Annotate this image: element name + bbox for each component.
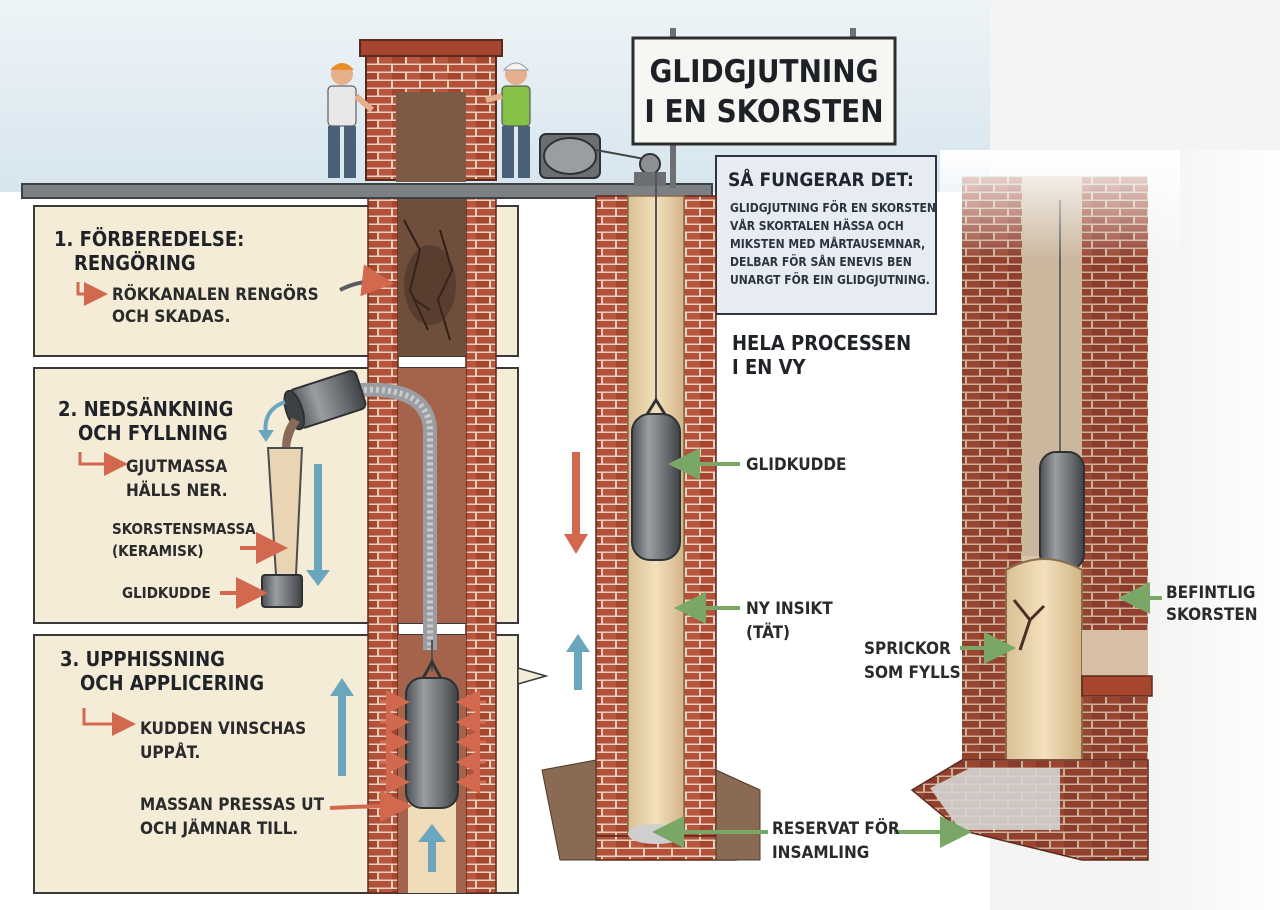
overview-title: I EN VY bbox=[732, 355, 806, 379]
label-sprickor: SPRICKOR bbox=[864, 639, 951, 659]
title-sign-board bbox=[631, 28, 897, 188]
step-1-desc: OCH SKADAS. bbox=[112, 307, 230, 327]
step-3-subtitle: OCH APPLICERING bbox=[80, 671, 264, 695]
workers bbox=[327, 62, 531, 178]
label-reservat: INSAMLING bbox=[772, 843, 869, 863]
step-1-desc: RÖKKANALEN RENGÖRS bbox=[112, 283, 319, 305]
label-ny-insikt: (TÄT) bbox=[746, 621, 790, 643]
sign-text: GLIDGJUTNING I EN SKORSTEN bbox=[644, 54, 883, 130]
detail-text: BEFINTLIG SKORSTEN SPRICKOR SOM FYLLS bbox=[864, 583, 1258, 683]
label-reservat: RESERVAT FÖR bbox=[772, 817, 900, 839]
label-glidkudde: GLIDKUDDE bbox=[746, 455, 847, 475]
step-2-title: 2. NEDSÄNKNING bbox=[58, 397, 233, 421]
label-chimney-mass: SKORSTENSMASSA bbox=[112, 520, 256, 538]
step-1-subtitle: RENGÖRING bbox=[74, 251, 196, 275]
info-box bbox=[715, 155, 937, 315]
step-1-title: 1. FÖRBEREDELSE: bbox=[54, 227, 244, 251]
center-chimney bbox=[541, 172, 761, 861]
step-3-title: 3. UPPHISSNING bbox=[60, 647, 225, 671]
info-line: VÅR SKORTALEN HÄSSA OCH bbox=[730, 218, 904, 233]
step-3-desc: KUDDEN VINSCHAS bbox=[140, 719, 306, 739]
step-3-desc: MASSAN PRESSAS UT bbox=[140, 795, 325, 815]
detail-chimney bbox=[910, 150, 1280, 910]
step-1-text: 1. FÖRBEREDELSE: RENGÖRING RÖKKANALEN RE… bbox=[54, 227, 319, 327]
info-line: DELBAR FÖR SÅN ENEVIS BEN bbox=[730, 254, 912, 269]
info-line: GLIDGJUTNING FÖR EN SKORSTEN bbox=[730, 200, 936, 215]
info-line: UNARGT FÖR EIN GLIDGJUTNING. bbox=[730, 272, 930, 287]
step-3-desc: OCH JÄMNAR TILL. bbox=[140, 817, 298, 839]
label-chimney-mass: (KERAMISK) bbox=[112, 542, 203, 560]
info-line: MIKSTEN MED MÅRTAUSEMNAR, bbox=[730, 236, 925, 251]
step-2-desc: GJUTMASSA bbox=[126, 457, 227, 477]
label-ny-insikt: NY INSIKT bbox=[746, 599, 833, 619]
label-befintlig: SKORSTEN bbox=[1166, 605, 1258, 625]
step-2-text: 2. NEDSÄNKNING OCH FYLLNING GJUTMASSA HÄ… bbox=[58, 397, 256, 602]
info-title: SÅ FUNGERAR DET: bbox=[728, 167, 914, 191]
label-cushion: GLIDKUDDE bbox=[122, 584, 211, 602]
flow-arrows bbox=[76, 264, 1162, 872]
pour-equipment bbox=[261, 370, 437, 650]
winch bbox=[539, 133, 666, 186]
overview-title: HELA PROCESSEN bbox=[732, 331, 911, 355]
label-sprickor: SOM FYLLS bbox=[864, 663, 961, 683]
sign-line-2: I EN SKORSTEN bbox=[644, 94, 883, 130]
step-3-text: 3. UPPHISSNING OCH APPLICERING KUDDEN VI… bbox=[60, 647, 325, 839]
step-2-subtitle: OCH FYLLNING bbox=[78, 421, 228, 445]
overview-text: HELA PROCESSEN I EN VY GLIDKUDDE NY INSI… bbox=[732, 331, 911, 863]
sign-line-1: GLIDGJUTNING bbox=[649, 54, 878, 90]
step-3-desc: UPPÅT. bbox=[140, 740, 200, 763]
info-text: SÅ FUNGERAR DET: GLIDGJUTNING FÖR EN SKO… bbox=[728, 167, 936, 287]
roof-slab bbox=[21, 183, 713, 199]
step-2-desc: HÄLLS NER. bbox=[126, 479, 228, 501]
label-befintlig: BEFINTLIG bbox=[1166, 583, 1255, 603]
